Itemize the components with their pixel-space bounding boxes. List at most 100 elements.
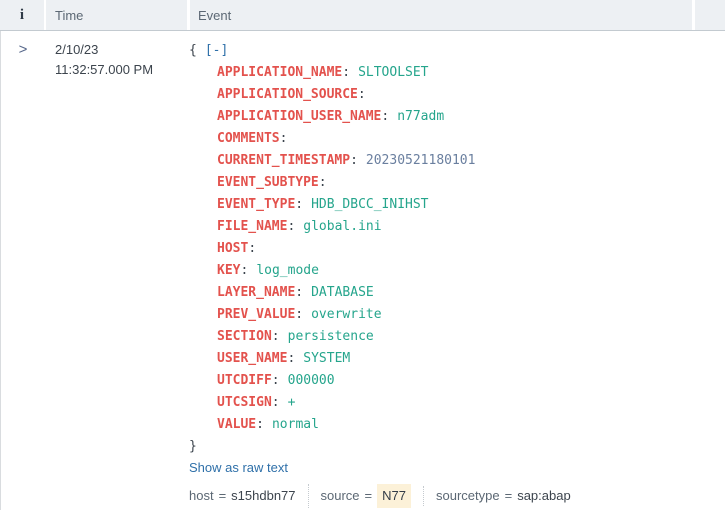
selected-field-value[interactable]: N77: [377, 484, 411, 508]
json-colon: :: [381, 109, 390, 124]
json-colon: :: [295, 197, 304, 212]
show-as-raw-text-link[interactable]: Show as raw text: [189, 460, 288, 475]
json-key[interactable]: EVENT_SUBTYPE: [217, 175, 319, 190]
json-field-line: APPLICATION_NAME: SLTOOLSET: [189, 62, 725, 84]
json-field-line: CURRENT_TIMESTAMP:20230521180101: [189, 150, 725, 172]
json-key[interactable]: USER_NAME: [217, 351, 288, 366]
event-info-cell: >: [1, 40, 45, 59]
json-key[interactable]: UTCSIGN: [217, 395, 272, 410]
event-timestamp: 11:32:57.000 PM: [55, 62, 154, 77]
json-value[interactable]: 000000: [287, 373, 335, 388]
json-value[interactable]: overwrite: [311, 307, 382, 322]
info-icon: i: [19, 6, 25, 23]
column-header-time-label: Time: [55, 7, 84, 23]
selected-field: sourcetype = sap:abap: [423, 486, 571, 506]
column-header-time: Time: [46, 0, 187, 30]
json-key[interactable]: APPLICATION_USER_NAME: [217, 109, 382, 124]
selected-field-value[interactable]: sap:abap: [517, 488, 571, 503]
selected-field: source = N77: [307, 484, 411, 508]
json-colon: :: [287, 351, 296, 366]
json-key[interactable]: APPLICATION_NAME: [217, 65, 343, 80]
json-fields-list: APPLICATION_NAME: SLTOOLSET APPLICATION_S…: [189, 62, 725, 436]
json-colon: :: [248, 241, 257, 256]
json-key[interactable]: CURRENT_TIMESTAMP: [217, 153, 351, 168]
event-cell: { [-] APPLICATION_NAME: SLTOOLSET APPLICAT…: [189, 40, 725, 508]
json-key[interactable]: FILE_NAME: [217, 219, 288, 234]
json-colon: :: [357, 87, 366, 102]
json-field-line: COMMENTS:: [189, 128, 725, 150]
json-key[interactable]: SECTION: [217, 329, 272, 344]
json-value[interactable]: +: [287, 395, 296, 410]
json-colon: :: [342, 65, 351, 80]
json-value[interactable]: global.ini: [303, 219, 382, 234]
json-value[interactable]: log_mode: [256, 263, 319, 278]
column-header-spacer: [695, 0, 725, 30]
json-key[interactable]: APPLICATION_SOURCE: [217, 87, 358, 102]
json-collapse-toggle[interactable]: [-]: [204, 43, 229, 58]
json-colon: :: [295, 285, 304, 300]
json-colon: :: [287, 219, 296, 234]
json-field-line: LAYER_NAME: DATABASE: [189, 282, 725, 304]
json-field-line: VALUE: normal: [189, 414, 725, 436]
json-colon: :: [295, 307, 304, 322]
json-value[interactable]: SLTOOLSET: [358, 65, 429, 80]
json-field-line: EVENT_TYPE: HDB_DBCC_INIHST: [189, 194, 725, 216]
json-colon: :: [350, 153, 358, 168]
selected-fields-row: host = s15hdbn77 source = N77 sourcetype = sap…: [189, 484, 725, 508]
json-value[interactable]: normal: [271, 417, 319, 432]
expand-event-chevron-icon[interactable]: >: [18, 41, 28, 58]
selected-field-equals: =: [364, 488, 373, 503]
json-value[interactable]: HDB_DBCC_INIHST: [311, 197, 429, 212]
json-field-line: EVENT_SUBTYPE:: [189, 172, 725, 194]
selected-field-name[interactable]: host: [189, 488, 214, 503]
json-field-line: APPLICATION_SOURCE:: [189, 84, 725, 106]
json-value[interactable]: 20230521180101: [365, 153, 476, 168]
selected-field-value[interactable]: s15hdbn77: [231, 488, 296, 503]
selected-field-equals: =: [218, 488, 227, 503]
json-colon: :: [240, 263, 249, 278]
json-colon: :: [271, 395, 280, 410]
selected-field-equals: =: [504, 488, 513, 503]
column-header-event-label: Event: [198, 7, 232, 23]
json-value[interactable]: n77adm: [397, 109, 445, 124]
event-time-cell: 2/10/23 11:32:57.000 PM: [45, 40, 189, 80]
json-value[interactable]: persistence: [287, 329, 374, 344]
json-colon: :: [256, 417, 264, 432]
json-colon: :: [318, 175, 327, 190]
json-field-line: UTCDIFF:000000: [189, 370, 725, 392]
json-key[interactable]: UTCDIFF: [217, 373, 272, 388]
json-field-line: KEY: log_mode: [189, 260, 725, 282]
json-key[interactable]: EVENT_TYPE: [217, 197, 296, 212]
json-field-line: APPLICATION_USER_NAME: n77adm: [189, 106, 725, 128]
json-colon: :: [271, 373, 280, 388]
selected-field-name[interactable]: sourcetype: [436, 488, 500, 503]
json-key[interactable]: COMMENTS: [217, 131, 280, 146]
json-close-brace: }: [189, 439, 197, 454]
json-value[interactable]: SYSTEM: [303, 351, 351, 366]
json-field-line: HOST:: [189, 238, 725, 260]
json-field-line: FILE_NAME: global.ini: [189, 216, 725, 238]
raw-text-line: Show as raw text: [189, 458, 725, 477]
json-close-line: }: [189, 436, 725, 458]
selected-field-name[interactable]: source: [320, 488, 360, 503]
json-field-line: SECTION: persistence: [189, 326, 725, 348]
event-date: 2/10/23: [55, 42, 99, 57]
event-row: > 2/10/23 11:32:57.000 PM { [-] APPLICATI…: [0, 31, 725, 510]
events-table-header: i Time Event: [0, 0, 725, 31]
json-key[interactable]: VALUE: [217, 417, 257, 432]
json-open-line: { [-]: [189, 40, 725, 62]
json-field-line: USER_NAME: SYSTEM: [189, 348, 725, 370]
json-open-brace: {: [189, 43, 197, 58]
column-header-info: i: [0, 0, 44, 30]
selected-field: host = s15hdbn77: [189, 486, 296, 506]
json-key[interactable]: KEY: [217, 263, 241, 278]
json-colon: :: [279, 131, 288, 146]
json-key[interactable]: PREV_VALUE: [217, 307, 296, 322]
json-key[interactable]: LAYER_NAME: [217, 285, 296, 300]
json-value[interactable]: DATABASE: [311, 285, 374, 300]
json-colon: :: [271, 329, 280, 344]
column-header-event: Event: [190, 0, 692, 30]
json-field-line: UTCSIGN: +: [189, 392, 725, 414]
json-key[interactable]: HOST: [217, 241, 249, 256]
